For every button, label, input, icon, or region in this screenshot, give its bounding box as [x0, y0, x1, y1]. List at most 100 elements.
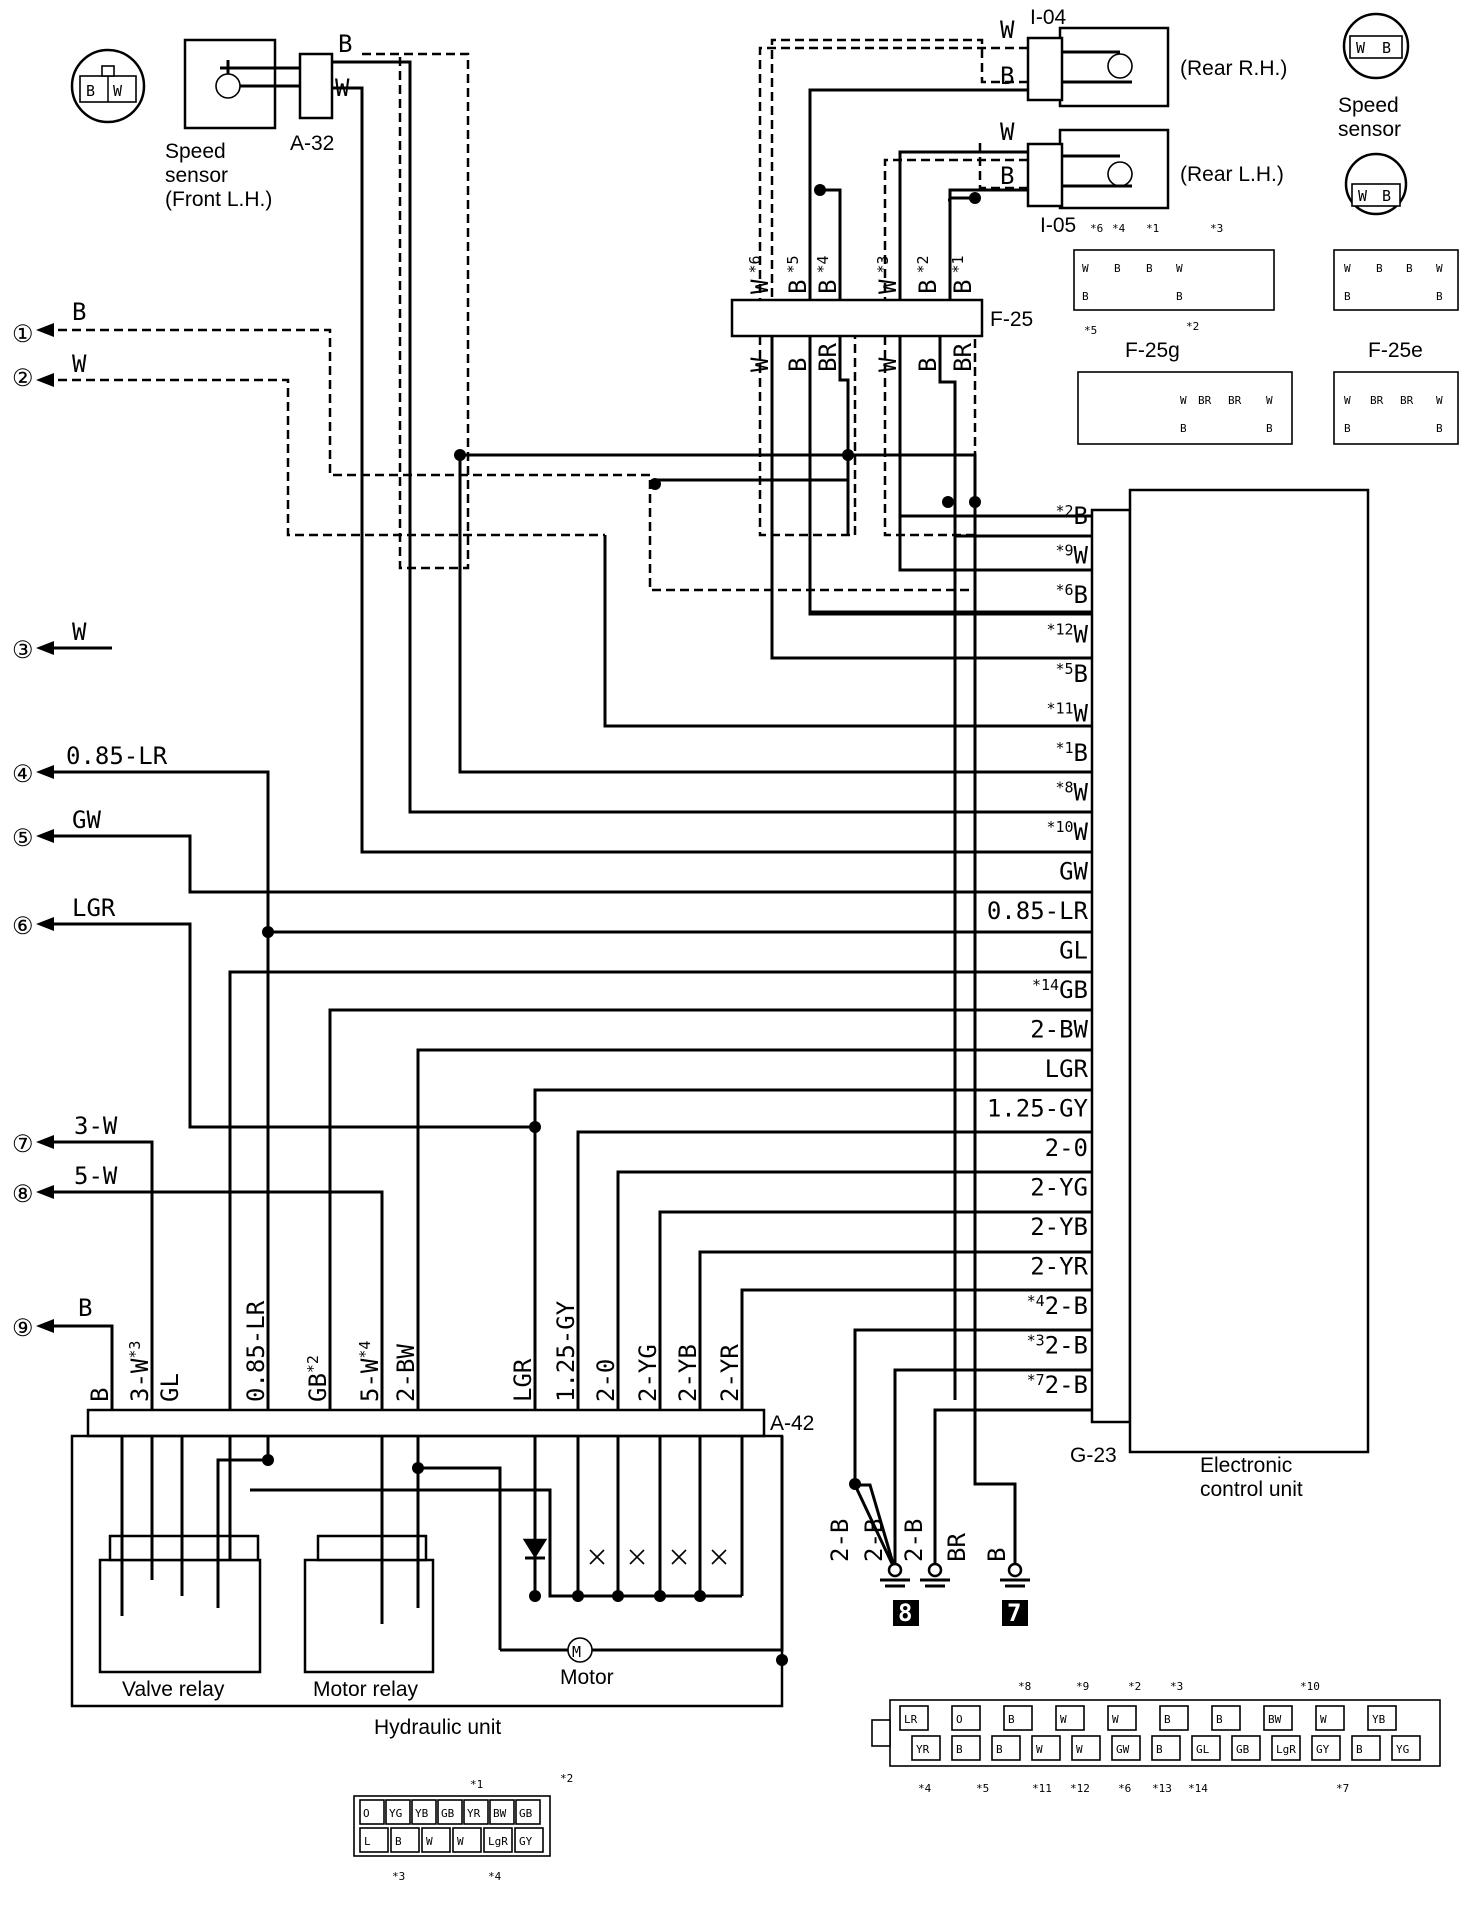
ecu-pin-wire-11: GL	[1059, 937, 1088, 965]
ecu-face-top-mark-2: *2	[1128, 1680, 1141, 1693]
i04-label: I-04	[1030, 6, 1067, 29]
f25-top-0: W*6	[746, 255, 774, 294]
speed-sensor-front: A-32 B W Speed sensor (Front L.H.) B W	[70, 30, 470, 570]
rear-sensor-faces: W B Speed sensor W B	[1338, 12, 1410, 216]
hu-face-r1-4: YR	[467, 1807, 481, 1820]
ecu-pin-21: *32-B	[1027, 1332, 1088, 1360]
f25e-face: W B B W B B F-25e W BR BR W B B	[1333, 249, 1459, 445]
f25-top-mark-4: *2	[914, 255, 932, 273]
ecu-pin-mark-0: *2	[1055, 502, 1073, 520]
terminal-1: ① B	[12, 298, 975, 592]
hu-face-r1-cell-4	[463, 1799, 489, 1825]
i05-label: I-05	[1040, 214, 1076, 237]
ecu-face-r2-8: GB	[1236, 1743, 1250, 1756]
ecu-face-r2-cell-3	[1031, 1735, 1061, 1761]
terminal-8-num: ⑧	[12, 1180, 34, 1208]
ecu-pin-mark-7: *8	[1055, 779, 1073, 797]
g23-label: G-23	[1070, 1444, 1117, 1467]
ecu-pin-mark-2: *6	[1055, 581, 1073, 599]
ecu-face-top-mark-3: *3	[1170, 1680, 1183, 1693]
f25-top-mark-1: *5	[784, 255, 802, 273]
a42-pin-9: 2-0	[592, 1359, 620, 1402]
f25-top-5: B*1	[949, 255, 977, 294]
rear-lh-sensor: I-05 W B (Rear L.H.)	[814, 118, 1284, 300]
terminal-7-num: ⑦	[12, 1130, 34, 1158]
hu-face-r2-5: GY	[519, 1835, 533, 1848]
ecu-pin-wire-8: W	[1074, 818, 1089, 846]
ecu-face-r1-cell-2	[1003, 1705, 1033, 1731]
ecu-face-r2-cell-2	[991, 1735, 1021, 1761]
ecu-pin-wire-2: B	[1074, 581, 1088, 609]
a42-pin-wire-1: 3-W	[126, 1358, 154, 1402]
front-sensor-label: Speed sensor (Front L.H.)	[165, 140, 272, 211]
hu-face-r2-cell-2	[421, 1827, 451, 1853]
a42-pin-mark-4: *2	[304, 1355, 322, 1373]
a42-pin-0: B	[86, 1388, 114, 1402]
ecu-pin-mark-5: *11	[1046, 700, 1073, 718]
ecu-face-r2-2: B	[996, 1743, 1003, 1756]
hu-face-r2-cell-4	[483, 1827, 513, 1853]
rear-face-bottom-b: B	[1382, 187, 1391, 205]
f25e-r1-1: BR	[1370, 394, 1384, 407]
ecu-face-r1-8: W	[1320, 1713, 1327, 1726]
ecu-pin-mark-20: *4	[1027, 1292, 1045, 1310]
ecu: G-23 Electronic control unit *2B*9W*6B*1…	[987, 488, 1370, 1501]
ground-7: 7	[1007, 1599, 1021, 1627]
terminal-8: ⑧ 5-W	[12, 1162, 384, 1410]
f25-bottom-3: W	[874, 357, 902, 372]
ecu-pin-wire-21: 2-B	[1045, 1332, 1088, 1360]
a42-pin-6: 2-BW	[392, 1344, 420, 1402]
f25-bottom-4: B	[914, 358, 942, 372]
f25g-label: F-25g	[1125, 339, 1180, 362]
ecu-pin-4: *5B	[1055, 660, 1088, 688]
terminal-5: ⑤ GW	[12, 806, 1092, 894]
ecu-label-1: Electronic	[1200, 1454, 1292, 1477]
ecu-pin-19: 2-YR	[1030, 1253, 1088, 1281]
f25g-r2-1: B	[1176, 290, 1183, 303]
terminal-1-num: ①	[12, 320, 34, 348]
ecu-face-r2-cell-5	[1111, 1735, 1141, 1761]
ecu-pin-wire-20: 2-B	[1045, 1292, 1088, 1320]
terminal-3-wire: W	[72, 618, 87, 646]
ecu-face-r2-cell-1	[951, 1735, 981, 1761]
ground-wire-3: BR	[943, 1533, 971, 1562]
ecu-face-r2-10: GY	[1316, 1743, 1330, 1756]
ecu-face-r2-1: B	[956, 1743, 963, 1756]
ecu-face-bottom-mark-2: *11	[1032, 1782, 1052, 1795]
f25-bottom-2: BR	[814, 343, 842, 372]
rear-rh-label: (Rear R.H.)	[1180, 57, 1287, 80]
terminal-9-wire: B	[78, 1294, 92, 1322]
hu-face-r1-2: YB	[415, 1807, 429, 1820]
ecu-pin-mark-12: *14	[1032, 976, 1059, 994]
ecu-face-top-mark-1: *9	[1076, 1680, 1089, 1693]
ground-wire-4: B	[983, 1548, 1011, 1562]
ecu-face-bottom-mark-4: *6	[1118, 1782, 1131, 1795]
f25-top-labels: W*6B*5B*4W*3B*2B*1	[746, 255, 977, 294]
a42-pin-wire-6: 2-BW	[392, 1344, 420, 1402]
ecu-pin-wire-13: 2-BW	[1030, 1016, 1088, 1044]
ecu-face-bottom-mark-1: *5	[976, 1782, 989, 1795]
i04-connector	[1026, 36, 1064, 102]
a42-pin-wire-9: 2-0	[592, 1359, 620, 1402]
hu-face-top-mark-0: *1	[470, 1778, 483, 1791]
f25g-mark-4: *4	[1112, 222, 1126, 235]
a42-pin-wire-12: 2-YR	[716, 1344, 744, 1402]
terminal-3: ③ W	[12, 618, 112, 664]
ground-wire-2: 2-B	[900, 1519, 928, 1562]
ecu-pin-wire-14: LGR	[1045, 1055, 1089, 1083]
hu-face-r1-cell-6	[515, 1799, 541, 1825]
f25g-r2-0: B	[1082, 290, 1089, 303]
front-face-w: W	[113, 82, 123, 100]
ecu-pin-wire-7: W	[1074, 779, 1089, 807]
f25g-face: *6 *4 *1 *3 W B B W B B *5 *2 F-25g W BR…	[1073, 222, 1293, 445]
ecu-face-r2-7: GL	[1196, 1743, 1210, 1756]
a42-pin-wire-5: 5-W	[356, 1358, 384, 1402]
a42-pin-wire-3: 0.85-LR	[242, 1300, 270, 1402]
ecu-face-r2-0: YR	[916, 1743, 930, 1756]
f25g-mark-2: *2	[1186, 320, 1199, 333]
f25-top-4: B*2	[914, 255, 942, 294]
